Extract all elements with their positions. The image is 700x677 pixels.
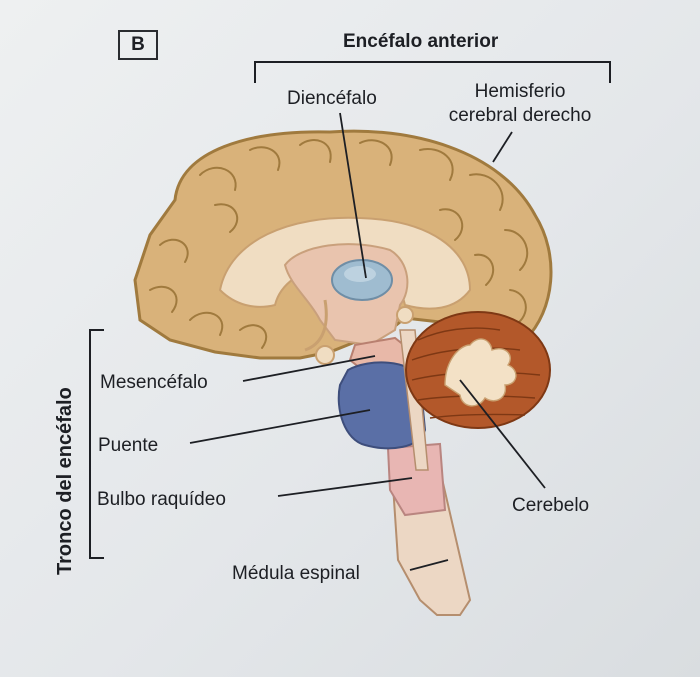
right-hemisphere-line-2: cerebral derecho bbox=[448, 105, 592, 126]
forebrain-label: Encéfalo anterior bbox=[343, 31, 499, 52]
forebrain-bracket bbox=[254, 61, 611, 83]
medulla-shape bbox=[386, 442, 447, 517]
midbrain-label: Mesencéfalo bbox=[100, 372, 208, 393]
pons-shape bbox=[337, 361, 427, 450]
panel-letter: B bbox=[118, 30, 158, 60]
leader-lines bbox=[189, 112, 546, 571]
right-hemisphere-label: Hemisferio cerebral derecho bbox=[430, 80, 610, 128]
right-hemisphere-line-1: Hemisferio bbox=[474, 81, 566, 102]
cerebellum-shape bbox=[405, 311, 551, 429]
pons-label: Puente bbox=[98, 435, 159, 456]
diencephalon-label: Diencéfalo bbox=[287, 88, 377, 109]
gyri-lines bbox=[149, 139, 529, 349]
brainstem-label: Tronco del encéfalo bbox=[54, 387, 76, 575]
cerebellum-label: Cerebelo bbox=[512, 495, 590, 516]
medulla-label: Bulbo raquídeo bbox=[97, 489, 226, 510]
spinal-cord-label: Médula espinal bbox=[232, 563, 360, 584]
brainstem-bracket bbox=[89, 329, 104, 559]
